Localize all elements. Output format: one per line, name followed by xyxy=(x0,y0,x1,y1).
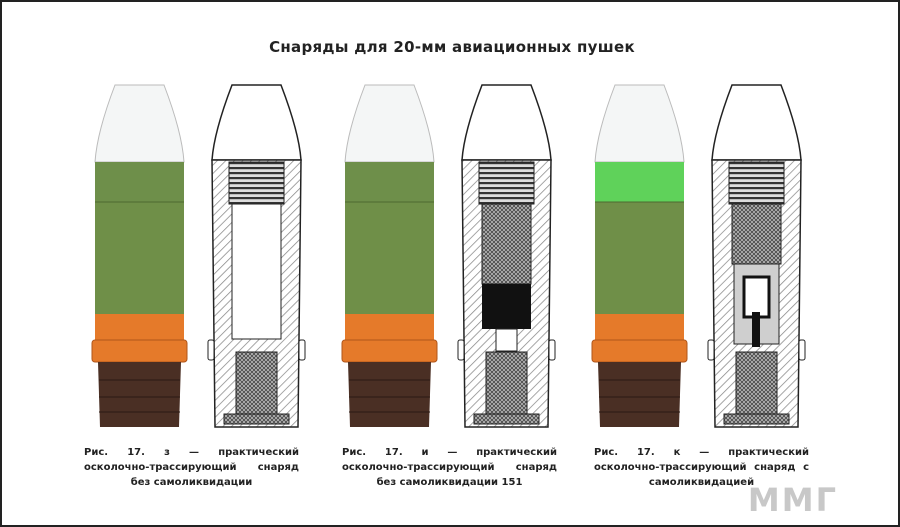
base-plug xyxy=(723,413,790,425)
channel xyxy=(495,328,518,352)
rotating-band xyxy=(591,339,688,363)
shell-upper-band xyxy=(95,162,184,202)
page-title: Снаряды для 20-мм авиационных пушек xyxy=(269,38,635,56)
rotating-band xyxy=(91,339,188,363)
fuze-thread xyxy=(728,161,785,205)
figure-caption-i: Рис. 17. и — практический осколочно-трас… xyxy=(342,447,557,488)
band-seat xyxy=(298,339,306,361)
empty-cavity xyxy=(231,203,282,340)
black-charge xyxy=(482,284,531,329)
tracer-composition xyxy=(485,351,528,415)
band-seat xyxy=(457,339,465,361)
fuze-thread xyxy=(228,161,285,205)
driving-band xyxy=(595,314,684,340)
shell-base xyxy=(348,362,431,427)
self-destruct-pin xyxy=(752,312,760,347)
watermark-logo: ММГ xyxy=(747,481,838,519)
shell-body xyxy=(95,202,184,314)
shell-nose xyxy=(344,84,435,163)
cutaway-nose xyxy=(461,84,552,161)
shell-nose xyxy=(94,84,185,163)
tracer-composition xyxy=(735,351,778,415)
shell-upper-band xyxy=(345,162,434,202)
filler-charge xyxy=(481,203,532,285)
tracer-composition xyxy=(235,351,278,415)
shell-nose xyxy=(594,84,685,163)
rotating-band xyxy=(341,339,438,363)
shell-body xyxy=(595,202,684,314)
shell-base xyxy=(598,362,681,427)
cutaway-nose xyxy=(211,84,302,161)
shell-upper-band xyxy=(595,162,684,202)
cutaway-nose xyxy=(711,84,802,161)
shell-body xyxy=(345,202,434,314)
shell-base xyxy=(98,362,181,427)
fuze-thread xyxy=(478,161,535,205)
band-seat xyxy=(207,339,215,361)
base-plug xyxy=(223,413,290,425)
driving-band xyxy=(95,314,184,340)
figure-caption-z: Рис. 17. з — практический осколочно-трас… xyxy=(84,447,299,488)
base-plug xyxy=(473,413,540,425)
self-destruct-capsule xyxy=(742,275,771,319)
driving-band xyxy=(345,314,434,340)
band-seat xyxy=(707,339,715,361)
filler-charge xyxy=(731,203,782,265)
band-seat xyxy=(548,339,556,361)
band-seat xyxy=(798,339,806,361)
figure-caption-k: Рис. 17. к — практический осколочно-трас… xyxy=(594,447,809,488)
